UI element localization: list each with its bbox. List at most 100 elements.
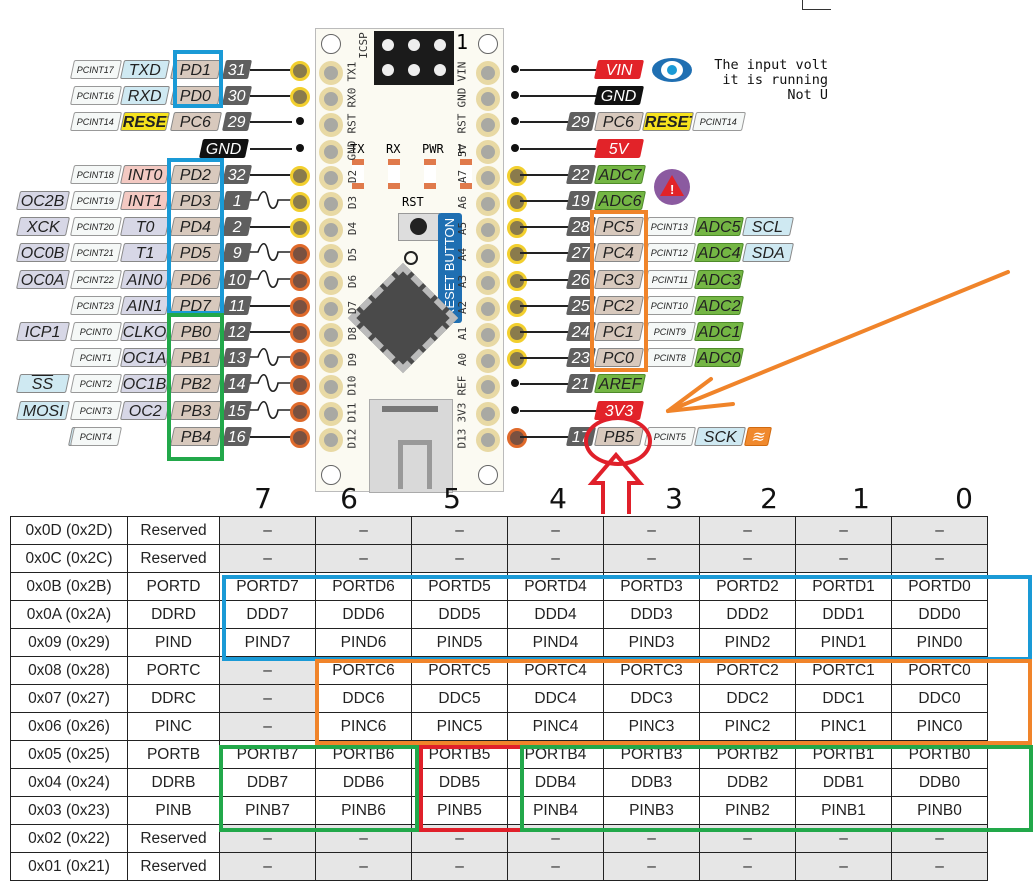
register-address: 0x01 (0x21) bbox=[10, 852, 128, 881]
register-bit-cell: PINC6 bbox=[315, 712, 412, 741]
analog-pin-pad bbox=[507, 244, 527, 264]
register-bit-cell: DDB6 bbox=[315, 768, 412, 797]
register-name: DDRD bbox=[127, 600, 220, 629]
register-address: 0x09 (0x29) bbox=[10, 628, 128, 657]
digital-pin-pad bbox=[290, 166, 310, 186]
register-bit-cell: – bbox=[699, 516, 796, 545]
register-bit-cell: DDD1 bbox=[795, 600, 892, 629]
header-hole bbox=[476, 297, 500, 321]
header-hole bbox=[476, 61, 500, 85]
pin1-marker-icon bbox=[404, 251, 418, 265]
register-name: PINC bbox=[127, 712, 220, 741]
table-row: 0x0C (0x2C) Reserved–––––––– bbox=[10, 544, 988, 573]
register-bit-cell: PINC2 bbox=[699, 712, 796, 741]
register-bit-cell: – bbox=[795, 544, 892, 573]
digital-pin-pad bbox=[290, 87, 310, 107]
register-address: 0x04 (0x24) bbox=[10, 768, 128, 797]
header-hole bbox=[319, 87, 343, 111]
analog-pin-pad bbox=[507, 218, 527, 238]
register-bit-cell: – bbox=[315, 516, 412, 545]
pin-wire bbox=[520, 331, 568, 333]
pwm-wave-icon bbox=[250, 242, 292, 262]
register-bit-cell: – bbox=[219, 516, 316, 545]
pin-dot bbox=[296, 144, 304, 152]
register-bit-cell: PINC0 bbox=[891, 712, 988, 741]
register-bit-cell: DDB7 bbox=[219, 768, 316, 797]
register-bit-cell: DDB0 bbox=[891, 768, 988, 797]
register-name: PIND bbox=[127, 628, 220, 657]
pb5-circle-highlight bbox=[584, 416, 652, 466]
register-bit-cell: – bbox=[603, 516, 700, 545]
pin-dot bbox=[511, 65, 519, 73]
register-bit-cell: – bbox=[699, 544, 796, 573]
led-label: RX bbox=[386, 142, 401, 156]
header-hole bbox=[319, 349, 343, 373]
register-name: DDRB bbox=[127, 768, 220, 797]
pin-wire bbox=[520, 410, 596, 412]
register-address: 0x0C (0x2C) bbox=[10, 544, 128, 573]
pin-wire bbox=[520, 436, 568, 438]
pin-wire bbox=[520, 252, 568, 254]
analog-pin-pad bbox=[507, 323, 527, 343]
input-voltage-note: The input volt it is running Not U bbox=[714, 58, 828, 103]
header-hole bbox=[476, 218, 500, 242]
pc0-pc5-highlight bbox=[590, 210, 648, 372]
pin-dot bbox=[511, 144, 519, 152]
pin-wire bbox=[250, 226, 292, 228]
register-bit-cell: DDD2 bbox=[699, 600, 796, 629]
arduino-nano-board: ICSP 1 TX RX PWR L RST RESET BUTTON TX1 … bbox=[315, 28, 504, 493]
header-hole bbox=[476, 192, 500, 216]
pin-wire bbox=[250, 331, 292, 333]
header-hole bbox=[319, 271, 343, 295]
register-bit-cell: DDB3 bbox=[603, 768, 700, 797]
register-bit-cell: DDC3 bbox=[603, 684, 700, 713]
register-bit-cell: PIND3 bbox=[603, 628, 700, 657]
portc-register-highlight bbox=[315, 659, 1032, 745]
digital-pin-pad bbox=[290, 375, 310, 395]
pwm-wave-icon bbox=[250, 373, 292, 393]
led-icon bbox=[424, 159, 436, 189]
pin-wire bbox=[520, 148, 596, 150]
register-address: 0x0A (0x2A) bbox=[10, 600, 128, 629]
pwm-wave-icon bbox=[250, 190, 292, 210]
pwm-wave-icon bbox=[250, 400, 292, 420]
register-address: 0x0D (0x2D) bbox=[10, 516, 128, 545]
digital-pin-pad bbox=[290, 244, 310, 264]
register-address: 0x07 (0x27) bbox=[10, 684, 128, 713]
register-bit-cell: DDD3 bbox=[603, 600, 700, 629]
digital-pin-pad bbox=[290, 297, 310, 317]
register-name: PINB bbox=[127, 796, 220, 825]
pin-wire bbox=[520, 69, 596, 71]
digital-pin-pad bbox=[290, 349, 310, 369]
pd0-pd1-highlight bbox=[173, 50, 223, 108]
analog-pin-pad bbox=[507, 192, 527, 212]
register-bit-cell: DDD0 bbox=[891, 600, 988, 629]
reset-button[interactable] bbox=[398, 213, 440, 241]
header-hole bbox=[319, 113, 343, 137]
header-hole bbox=[319, 166, 343, 190]
pin-dot bbox=[511, 406, 519, 414]
pin-wire bbox=[520, 121, 568, 123]
header-hole bbox=[476, 349, 500, 373]
frame-corner bbox=[802, 0, 831, 10]
bit-header: 1 bbox=[852, 482, 870, 515]
header-hole bbox=[319, 192, 343, 216]
header-hole bbox=[319, 402, 343, 426]
bit-header: 5 bbox=[443, 482, 461, 515]
register-address: 0x02 (0x22) bbox=[10, 824, 128, 853]
header-hole bbox=[476, 244, 500, 268]
register-bit-cell: – bbox=[219, 684, 316, 713]
digital-pin-pad bbox=[290, 402, 310, 422]
header-hole bbox=[476, 87, 500, 111]
register-bit-cell: DDB1 bbox=[795, 768, 892, 797]
register-bit-cell: – bbox=[219, 852, 316, 881]
pin-wire bbox=[520, 226, 568, 228]
pin-wire bbox=[520, 383, 568, 385]
register-bit-cell: DDB5 bbox=[411, 768, 508, 797]
register-bit-cell: – bbox=[219, 544, 316, 573]
portb-bit5-highlight bbox=[419, 745, 524, 832]
